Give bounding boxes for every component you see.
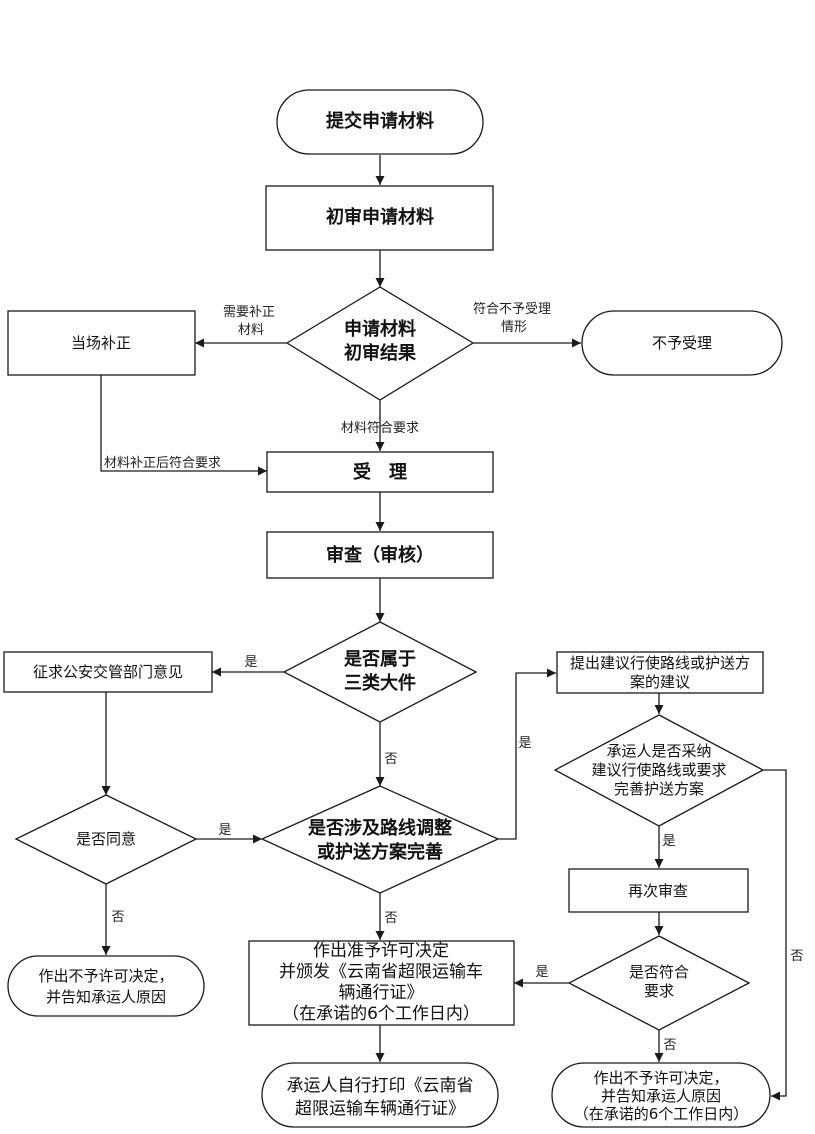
node-initial-review: 初审申请材料	[265, 185, 494, 251]
label-yes-three-types: 是	[244, 655, 257, 670]
label-no-three-types: 否	[384, 752, 397, 767]
svg-text:完善护送方案: 完善护送方案	[614, 780, 704, 798]
node-reject-accept: 不予受理	[581, 310, 783, 376]
svg-text:作出不予许可决定，: 作出不予许可决定，	[38, 967, 173, 985]
node-route-adjust: 是否涉及路线调整 或护送方案完善	[260, 785, 500, 894]
node-grant: 作出准予许可决定 并颁发《云南省超限运输车 辆通行证》 （在承诺的6个工作日内）	[248, 940, 515, 1026]
svg-text:不予受理: 不予受理	[652, 334, 712, 352]
svg-text:超限运输车辆通行证》: 超限运输车辆通行证》	[295, 1099, 465, 1119]
node-print-permit: 承运人自行打印《云南省 超限运输车辆通行证》	[261, 1062, 499, 1128]
svg-text:初审结果: 初审结果	[344, 342, 417, 364]
svg-text:（在承诺的6个工作日内）: （在承诺的6个工作日内）	[282, 1004, 480, 1024]
svg-text:要求: 要求	[644, 982, 674, 1000]
svg-text:当场补正: 当场补正	[71, 334, 131, 352]
node-deny-left: 作出不予许可决定， 并告知承运人原因	[7, 955, 205, 1017]
node-correct-on-site: 当场补正	[7, 310, 196, 376]
node-re-review: 再次审查	[568, 868, 749, 913]
svg-text:（在承诺的6个工作日内）: （在承诺的6个工作日内）	[574, 1105, 749, 1123]
label-need-correction-2: 材料	[238, 323, 264, 338]
node-deny-right: 作出不予许可决定， 并告知承运人原因 （在承诺的6个工作日内）	[551, 1062, 771, 1128]
svg-text:是否涉及路线调整: 是否涉及路线调整	[307, 817, 452, 839]
label-yes-carrier-adopt: 是	[662, 834, 675, 849]
label-no-carrier-adopt: 否	[790, 949, 803, 964]
svg-text:是否符合: 是否符合	[629, 963, 689, 981]
label-yes-agree: 是	[218, 823, 231, 838]
label-not-acceptable: 符合不予受理	[473, 301, 551, 317]
svg-text:并告知承运人原因: 并告知承运人原因	[601, 1087, 721, 1105]
label-no-compliant: 否	[663, 1038, 676, 1053]
edge-labels: 需要补正 材料 符合不予受理 情形 材料符合要求 材料补正后符合要求 是 否 是…	[104, 301, 804, 1053]
svg-text:作出准予许可决定: 作出准予许可决定	[313, 941, 449, 961]
svg-text:审查（审核）: 审查（审核）	[326, 544, 434, 566]
svg-text:承运人自行打印《云南省: 承运人自行打印《云南省	[287, 1076, 474, 1096]
svg-text:并告知承运人原因: 并告知承运人原因	[46, 988, 166, 1006]
connectors	[100, 155, 787, 1101]
svg-text:初审申请材料: 初审申请材料	[326, 206, 434, 228]
svg-text:建议行使路线或要求: 建议行使路线或要求	[591, 761, 726, 779]
svg-text:三类大件: 三类大件	[344, 672, 416, 694]
svg-text:征求公安交管部门意见: 征求公安交管部门意见	[33, 663, 183, 681]
label-no-route-adjust: 否	[384, 911, 397, 926]
svg-text:承运人是否采纳: 承运人是否采纳	[606, 742, 711, 760]
label-not-acceptable-2: 情形	[501, 320, 527, 335]
node-three-types: 是否属于 三类大件	[282, 621, 478, 723]
svg-text:并颁发《云南省超限运输车: 并颁发《云南省超限运输车	[279, 962, 483, 982]
node-agree: 是否同意	[14, 794, 198, 885]
svg-text:辆通行证》: 辆通行证》	[339, 983, 424, 1003]
label-corrected-ok: 材料补正后符合要求	[104, 455, 221, 471]
node-initial-result: 申请材料 初审结果	[285, 286, 475, 401]
svg-text:作出不予许可决定，: 作出不予许可决定，	[593, 1069, 728, 1087]
svg-text:或护送方案完善: 或护送方案完善	[317, 841, 443, 863]
svg-text:受 理: 受 理	[353, 461, 407, 483]
node-submit: 提交申请材料	[276, 89, 484, 155]
label-no-agree: 否	[111, 910, 124, 925]
node-accept: 受 理	[266, 451, 494, 493]
label-need-correction: 需要补正	[223, 305, 275, 320]
svg-text:申请材料: 申请材料	[344, 318, 416, 340]
node-review: 审查（审核）	[266, 531, 494, 579]
svg-text:提出建议行使路线或护送方: 提出建议行使路线或护送方	[570, 654, 750, 672]
svg-text:提交申请材料: 提交申请材料	[326, 110, 434, 132]
label-yes-route-adjust: 是	[518, 736, 531, 751]
node-propose-route: 提出建议行使路线或护送方 案的建议	[556, 651, 764, 694]
node-consult-police: 征求公安交管部门意见	[3, 651, 213, 693]
node-compliant: 是否符合 要求	[567, 935, 751, 1031]
svg-text:是否属于: 是否属于	[343, 649, 416, 670]
svg-text:是否同意: 是否同意	[76, 830, 136, 848]
svg-text:再次审查: 再次审查	[628, 882, 688, 900]
label-yes-compliant: 是	[535, 965, 548, 980]
label-materials-ok: 材料符合要求	[341, 420, 419, 436]
node-carrier-adopt: 承运人是否采纳 建议行使路线或要求 完善护送方案	[553, 714, 765, 827]
svg-text:案的建议: 案的建议	[630, 673, 690, 691]
